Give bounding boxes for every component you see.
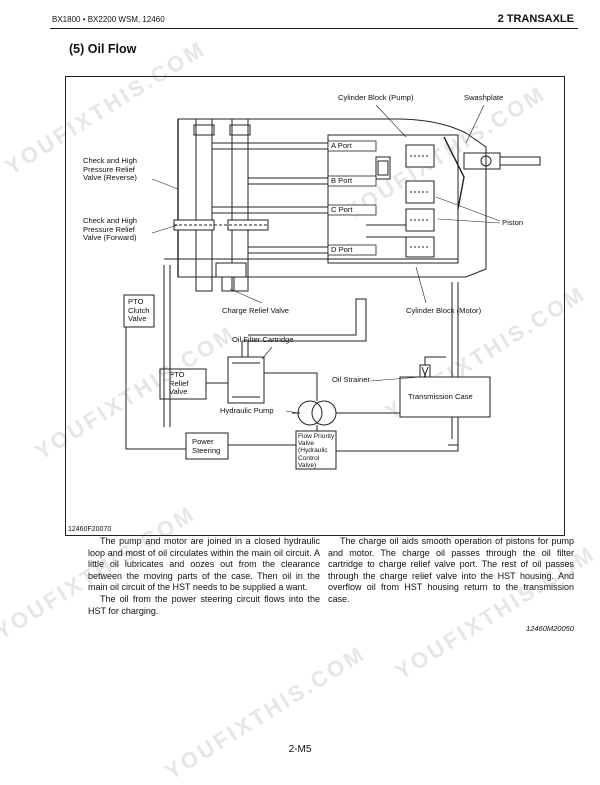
label-check-valve-forward: Check and High Pressure Relief Valve (Fo…	[83, 216, 138, 243]
body-column-left: The pump and motor are joined in a close…	[88, 536, 320, 617]
label-b-port: B Port	[331, 176, 353, 185]
header-chapter: 2 TRANSAXLE	[497, 13, 574, 25]
paragraph: The oil from the power steering circuit …	[88, 593, 320, 616]
label-check-valve-reverse: Check and High Pressure Relief Valve (Re…	[83, 156, 138, 183]
label-transmission-case: Transmission Case	[408, 392, 473, 401]
body-column-right: The charge oil aids smooth operation of …	[328, 536, 574, 606]
page-number: 2-M5	[288, 744, 312, 755]
figure-id: 12460F20070	[68, 526, 112, 533]
label-pto-clutch-valve: PTO Clutch Valve	[128, 297, 150, 324]
label-flow-priority-valve: Flow Priority Valve (Hydraulic Control V…	[298, 433, 335, 469]
diagram-drawing	[123, 104, 541, 470]
label-oil-strainer: Oil Strainer	[332, 375, 370, 384]
watermark: YOUFIXTHIS.COM	[160, 640, 371, 785]
label-swashplate: Swashplate	[464, 93, 504, 102]
label-c-port: C Port	[331, 205, 353, 214]
oil-flow-diagram: Cylinder Block (Pump) Swashplate A Port …	[65, 76, 565, 536]
label-piston: Piston	[502, 218, 524, 227]
label-charge-relief-valve: Charge Relief Valve	[222, 306, 289, 315]
paragraph: The pump and motor are joined in a close…	[88, 536, 320, 593]
document-code: 12460M20050	[526, 624, 574, 633]
header-rule	[50, 28, 578, 29]
label-cylinder-block-motor: Cylinder Block (Motor)	[406, 306, 482, 315]
paragraph: The charge oil aids smooth operation of …	[328, 536, 574, 604]
label-a-port: A Port	[331, 141, 352, 150]
label-hydraulic-pump: Hydraulic Pump	[220, 406, 274, 415]
label-cylinder-block-pump: Cylinder Block (Pump)	[338, 93, 414, 102]
label-pto-relief-valve: PTO Relief Valve	[169, 370, 189, 397]
label-oil-filter-cartridge: Oil Filter Cartridge	[232, 335, 294, 344]
label-d-port: D Port	[331, 245, 353, 254]
section-title: (5) Oil Flow	[69, 42, 137, 56]
label-power-steering: Power Steering	[192, 437, 221, 455]
header-manual-id: BX1800 • BX2200 WSM, 12460	[52, 15, 165, 24]
